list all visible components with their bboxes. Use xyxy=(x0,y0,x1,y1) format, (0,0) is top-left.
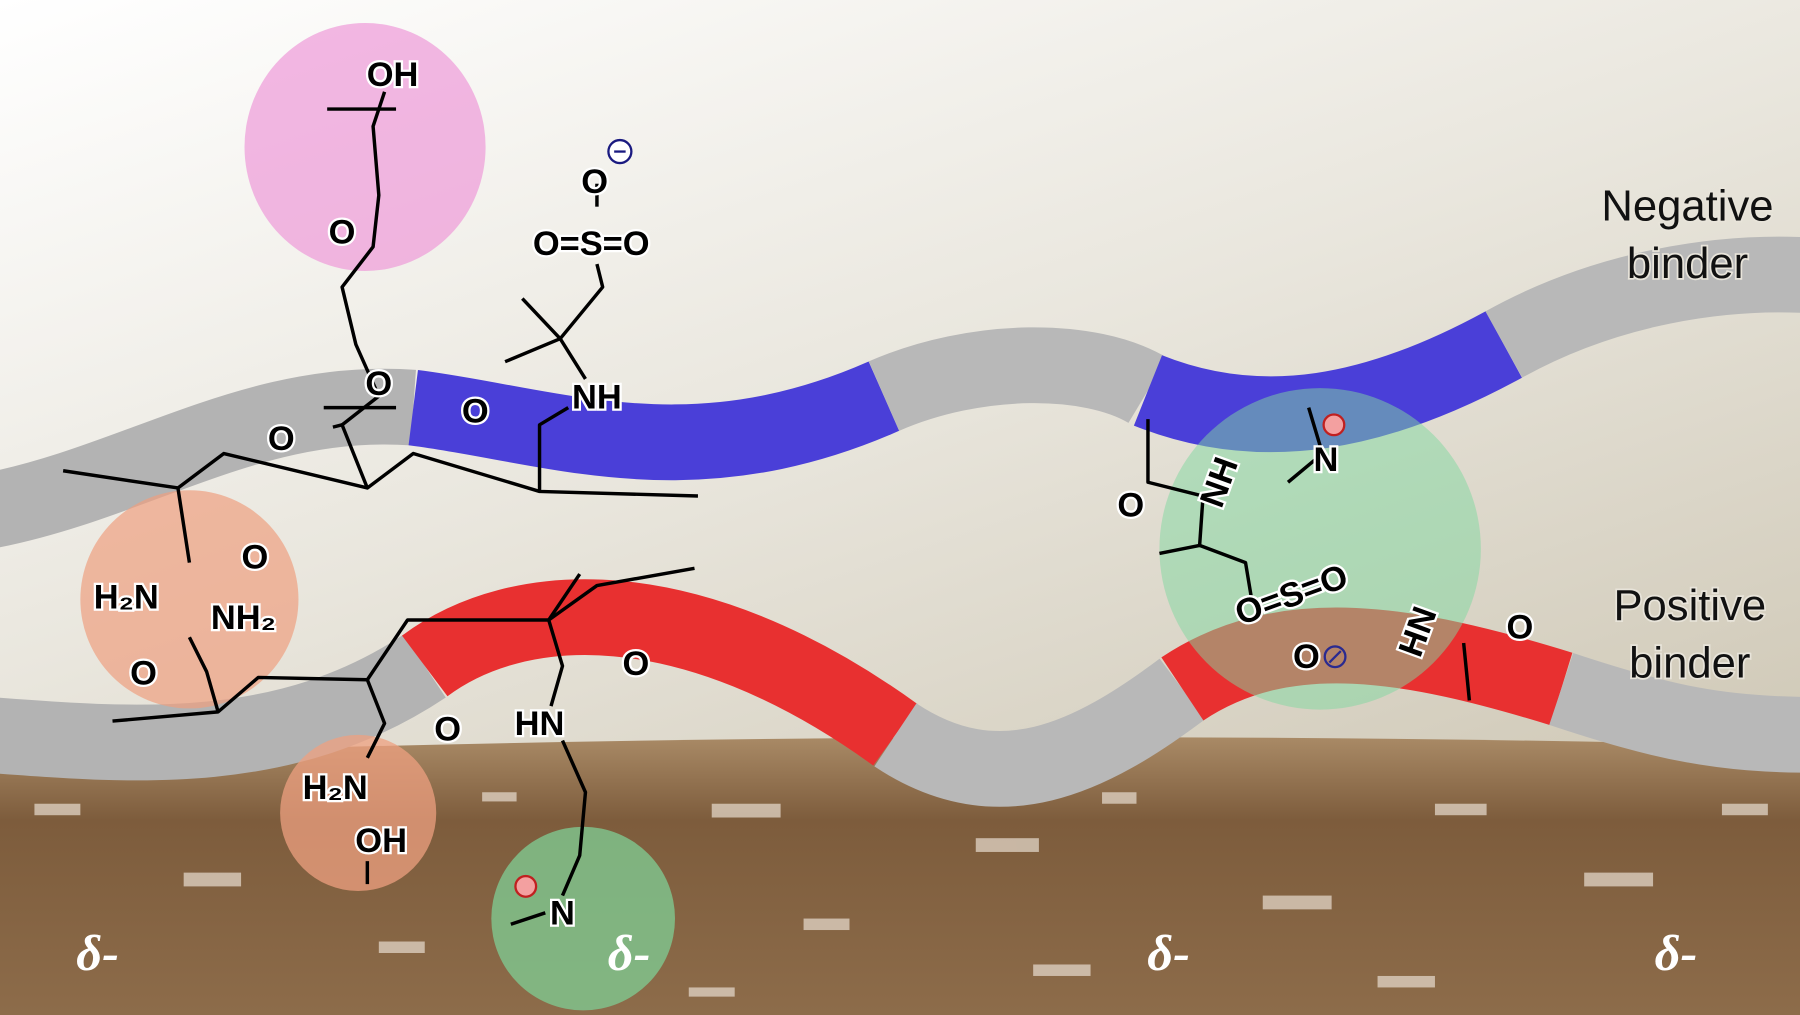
negative-binder-label: Negative xyxy=(1601,182,1773,230)
chem-label: O xyxy=(1117,487,1144,525)
chem-label: NH xyxy=(572,379,622,417)
chem-label: O xyxy=(581,163,608,201)
partial-charge-label: δ- xyxy=(1655,925,1698,981)
quaternary-ammonium-circle xyxy=(491,826,675,1011)
chem-label: O xyxy=(462,393,489,431)
amide-circle xyxy=(80,490,299,709)
chem-label: N xyxy=(1313,441,1338,479)
chem-label: H₂N xyxy=(94,579,159,617)
negative-charge-icon xyxy=(1323,645,1347,669)
chemical-bonds xyxy=(62,91,1472,926)
chem-label: O xyxy=(268,420,295,458)
chem-label: O xyxy=(434,711,461,749)
positive-binder-label: binder xyxy=(1629,639,1750,687)
substrate-surface xyxy=(0,737,1800,1015)
chem-label: O xyxy=(365,365,392,403)
negative-binder-chain xyxy=(0,236,1800,548)
ionic-pair-circle xyxy=(1159,388,1481,710)
chem-label: OH xyxy=(355,822,407,860)
partial-charge-label: δ- xyxy=(1147,925,1190,981)
chem-label: O xyxy=(241,538,268,576)
positive-charge-icon xyxy=(514,874,538,898)
positive-charge-icon xyxy=(1322,413,1346,437)
positive-binder-label: Positive xyxy=(1613,582,1766,630)
chem-label: N xyxy=(550,894,575,932)
chem-label: O xyxy=(130,654,157,692)
chem-label: H₂N xyxy=(303,769,368,807)
amide-circle xyxy=(280,734,437,891)
chem-label: O xyxy=(623,645,650,683)
chem-label: O=S=O xyxy=(533,225,650,263)
partial-charge-label: δ- xyxy=(76,925,119,981)
chem-label: OH xyxy=(367,56,419,94)
positive-segment xyxy=(402,579,918,766)
chem-label: O xyxy=(1293,638,1320,676)
peg-circle xyxy=(244,22,486,271)
chem-label: HN xyxy=(515,705,565,743)
chem-label: NH₂ xyxy=(211,599,276,637)
negative-segment xyxy=(408,361,900,481)
chem-label: O xyxy=(329,213,356,251)
chem-label: O xyxy=(1507,608,1534,646)
partial-charge-label: δ- xyxy=(608,925,651,981)
negative-binder-label: binder xyxy=(1627,240,1748,288)
